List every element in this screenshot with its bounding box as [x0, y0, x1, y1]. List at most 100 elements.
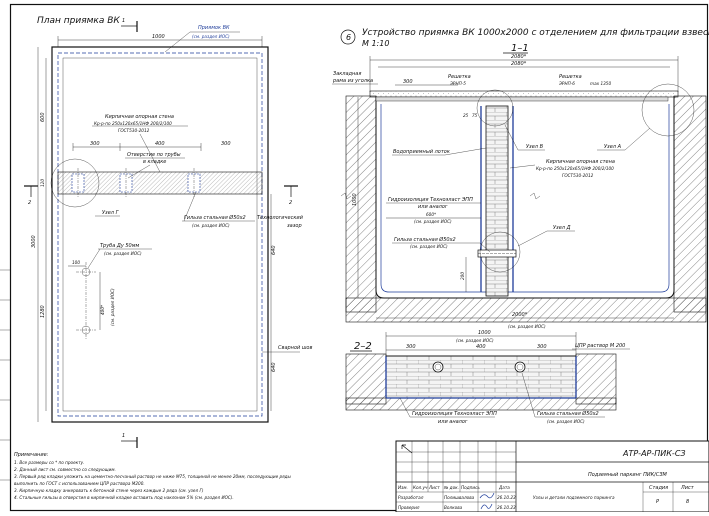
- plan-dim-1000: 1000: [152, 34, 165, 40]
- section-sleeve-1: Гильза стальная Ø50х2: [394, 236, 456, 243]
- plan-tech-gap-2: зазор: [287, 223, 302, 229]
- section-hydro-1: Гидроизоляция Техноэласт ЭПП: [388, 197, 473, 203]
- section22-dim-1000-note: (см. раздел ИОС): [456, 338, 494, 343]
- plan-dim-100: 100: [72, 260, 80, 265]
- section-node-d: Узел Д: [553, 225, 571, 231]
- plan-dim-120: 120: [40, 179, 45, 187]
- section22-cement: ЦПР раствор М 200: [575, 343, 625, 349]
- plan-dim-300b: 300: [221, 141, 231, 147]
- section-node-a: Узел А: [604, 144, 622, 150]
- marker-2-right: 2: [289, 200, 292, 206]
- section-closing-2: рама из уголка: [332, 78, 373, 84]
- section-dim-300: 300: [403, 79, 413, 85]
- stamp-col-izm: Изм.: [398, 485, 408, 490]
- section-wall-2: Кр-р-по 250х120х65/1НФ 200/2/100: [536, 166, 614, 171]
- section-dim-2080b: 2080*: [511, 61, 527, 67]
- section-title: Устройство приямка ВК 1000х2000 с отделе…: [362, 28, 709, 38]
- plan-wall-note-2: Кр-р-по 250х120х65/1НФ 200/2/100: [94, 121, 172, 126]
- note-item: 2. Данный лист см. совместно со следующи…: [14, 467, 116, 472]
- section-grate-b2: ЭРНП-6: [558, 81, 575, 86]
- stamp-stage-value: Р: [656, 499, 659, 505]
- section-dim-75: 75: [472, 113, 478, 118]
- plan-sleeve-2: (см. раздел ИОС): [192, 223, 230, 228]
- plan-pit-leader: Приямок ВК: [198, 25, 230, 31]
- stamp-row2-name: Волкова: [444, 505, 463, 510]
- notes-block: Примечание: 1. Все размеры со * по проек…: [14, 452, 292, 500]
- stamp-list-header: Лист: [680, 485, 695, 491]
- section-node-v: Узел В: [526, 144, 544, 150]
- plan-dim-640b: 640: [271, 362, 277, 372]
- section-dim-1000v: 1000: [352, 193, 358, 206]
- plan-node-g: Узел Г: [102, 210, 120, 216]
- marker-2-left: 2: [28, 200, 31, 206]
- stamp-row2-date: 26.10.23: [497, 505, 516, 510]
- section-wall-3: ГОСТ530-2012: [562, 173, 594, 178]
- section-dim-25: 25: [463, 113, 469, 118]
- section-dim-2000: 2000*: [512, 312, 528, 318]
- plan-dim-300a: 300: [90, 141, 100, 147]
- plan-dim-3000: 3000: [31, 235, 37, 248]
- stamp-row1-name: Полишвалова: [444, 495, 475, 500]
- section-dim-600-note: (см. раздел ИОС): [414, 219, 452, 224]
- plan-sleeve-1: Гильза стальная Ø50х2: [184, 214, 246, 221]
- stamp-stage-header: Стадия: [649, 485, 668, 491]
- section-dim-200: 200: [460, 272, 465, 280]
- section22-dim-400: 400: [476, 344, 486, 350]
- note-item: выполнить по ГОСТ с использованием ЦПР р…: [14, 481, 145, 486]
- plan-pipe-1: Труба Ду 50мм: [100, 243, 140, 249]
- section-wall-1: Кирпичная опорная стена: [546, 159, 615, 165]
- plan-opening-1: Отверстие по трубы: [127, 152, 181, 158]
- section-1-1: 6 Устройство приямка ВК 1000х2000 с отде…: [332, 28, 709, 329]
- stamp-col-sign: Подпись: [461, 485, 480, 490]
- section-hydro-2: или аналог: [418, 204, 448, 210]
- section-grate-a2: ЭРНП-5: [449, 81, 466, 86]
- note-item: 3. Первый ряд кладки уложить на цементно…: [14, 474, 292, 479]
- note-item: 4. Стальные гильзы в отверстия в кирпичн…: [14, 495, 234, 500]
- stamp-row1-role: Разработал: [398, 495, 424, 500]
- section-closing: Закладная: [333, 71, 361, 77]
- section22-hydro-1: Гидроизоляция Техноэласт ЭПП: [412, 411, 497, 417]
- plan-tech-gap-1: Технологический: [257, 215, 304, 221]
- section-scale: М 1:10: [362, 39, 389, 48]
- stamp-row2-signature: [480, 503, 493, 510]
- section22-dim-1000: 1000: [478, 330, 491, 336]
- section-sleeve-2: (см. раздел ИОС): [410, 244, 448, 249]
- stamp-list-value: 8: [686, 499, 689, 505]
- marker-1-top: 1: [122, 18, 125, 24]
- notes-header: Примечание:: [14, 452, 49, 458]
- section-dim-2000-note: (см. раздел ИОС): [508, 324, 546, 329]
- stamp-sheet-title: Узлы и детали подземного паркинга: [533, 495, 615, 500]
- section-grate-a: Решетка: [448, 74, 471, 80]
- sheet-frame: [9, 3, 709, 512]
- stamp-row1-date: 26.10.23: [497, 495, 516, 500]
- section22-hydro-2: или аналог: [438, 419, 468, 425]
- section22-dim-300b: 300: [537, 344, 547, 350]
- plan-wall-note-3: ГОСТ530-2012: [118, 128, 150, 133]
- plan-wall-note-1: Кирпичная опорная стена: [105, 114, 174, 120]
- title-block: АТР-АР-ПИК-СЗ Подземный паркинг ПИК/СЗМ …: [395, 440, 709, 513]
- note-item: 1. Все размеры со * по проекту.: [14, 460, 84, 465]
- section-label-1-1: 1–1: [511, 43, 529, 54]
- plan-pipe-2: (см. раздел ИОС): [104, 251, 142, 256]
- plan-title: План приямка ВК: [37, 16, 120, 26]
- marker-1-bottom: 1: [122, 433, 125, 439]
- note-item: 3. Кирпичную кладку анкеровать к бетонно…: [14, 488, 204, 493]
- section-grate-b: Решетка: [559, 74, 582, 80]
- section22-sleeve-1: Гильза стальная Ø50х2: [537, 410, 599, 417]
- section-dim-600: 600*: [426, 212, 436, 217]
- section-circle-number: 6: [346, 33, 351, 42]
- stamp-col-date: Дата: [498, 485, 510, 490]
- stamp-row2-role: Проверил: [398, 505, 420, 510]
- section-max-1350: max 1350: [590, 81, 611, 86]
- section-2-2: 2–2 1000 (см. раздел ИОС) 300 400 300 ЦП…: [345, 330, 630, 425]
- plan-weld: Сварной шов: [278, 345, 312, 351]
- stamp-col-list: Лист: [428, 485, 440, 490]
- stamp-object: Подземный паркинг ПИК/СЗМ: [588, 472, 668, 478]
- plan-dim-400v-note: (см. раздел ИОС): [110, 288, 115, 326]
- plan-dim-400: 400: [155, 141, 165, 147]
- section22-label: 2–2: [354, 341, 372, 352]
- plan-dim-640a: 640: [271, 245, 277, 255]
- section-tray: Водоприемный лоток: [393, 149, 450, 155]
- stamp-col-doc: № док.: [443, 485, 459, 490]
- section-dim-2080: 2080*: [511, 54, 527, 60]
